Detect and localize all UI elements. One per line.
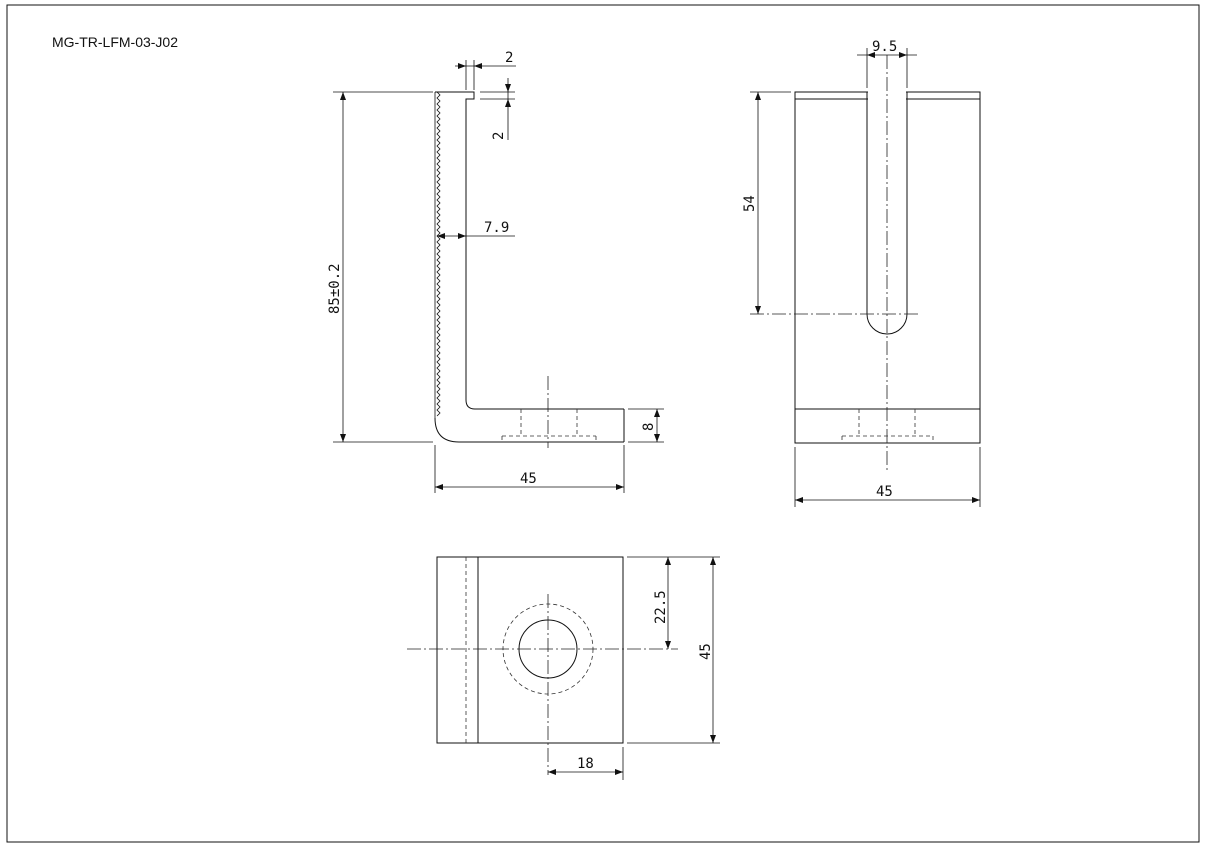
tip-profile [435, 91, 475, 103]
dim-hole-x: 18 [577, 756, 594, 772]
dim-overall-height: 85±0.2 [327, 263, 343, 314]
dim-base-thickness: 8 [641, 423, 657, 431]
dim-hole-offset: 22.5 [653, 590, 669, 624]
sheet-border [6, 4, 1200, 843]
part-number: MG-TR-LFM-03-J02 [52, 34, 179, 50]
dim-top-depth: 45 [698, 643, 714, 660]
dim-slot-depth: 54 [742, 195, 758, 212]
slot-outline [866, 92, 908, 335]
top-view: 22.5 45 18 [407, 556, 720, 780]
hidden-bolt-hole [501, 409, 597, 442]
front-hidden-hole [841, 409, 934, 443]
dim-wall-thickness: 7.9 [484, 220, 509, 236]
side-view: 2 2 85±0.2 7.9 8 [327, 50, 664, 493]
dim-tip-height: 2 [491, 132, 507, 140]
dim-tip-width: 2 [505, 50, 513, 66]
dim-slot-width: 9.5 [872, 39, 897, 55]
dim-base-length: 45 [520, 471, 537, 487]
base-bottom [434, 417, 624, 443]
serrated-face [436, 91, 441, 417]
front-outline [794, 91, 981, 444]
top-outline [436, 556, 624, 744]
front-view: 9.5 54 45 [742, 39, 981, 507]
base-top [465, 399, 624, 410]
dim-front-width: 45 [876, 484, 893, 500]
